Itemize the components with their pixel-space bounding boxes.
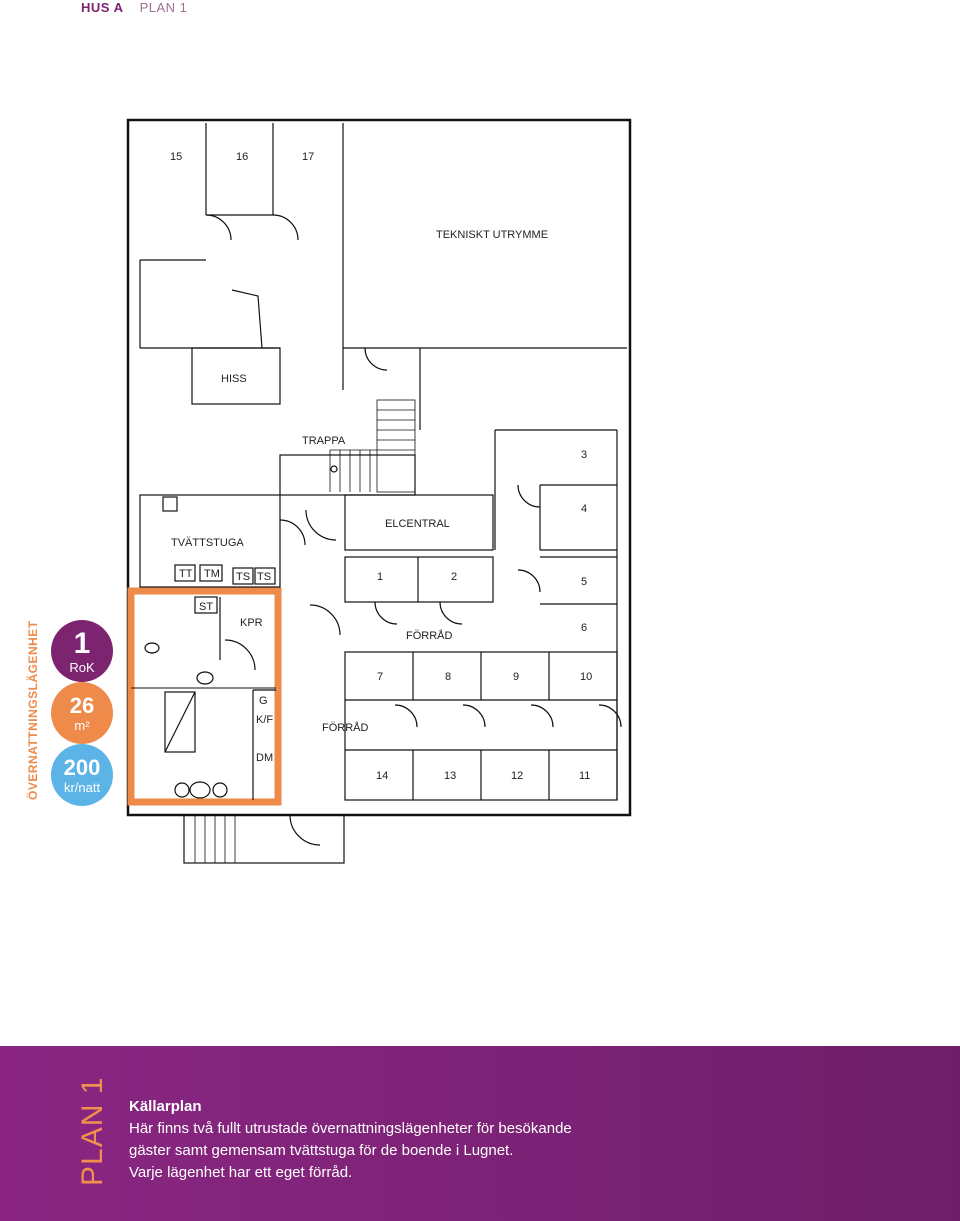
price-value: 200 <box>63 754 101 780</box>
label-forrad-lower: FÖRRÅD <box>322 721 369 734</box>
label-elcentral: ELCENTRAL <box>385 518 450 530</box>
label-st: ST <box>199 601 213 613</box>
label-room-6: 6 <box>581 622 587 634</box>
footer-title: Källarplan <box>129 1098 202 1115</box>
label-tm: TM <box>204 568 220 580</box>
label-forrad-upper: FÖRRÅD <box>406 629 453 642</box>
plan-label: PLAN 1 <box>139 0 188 15</box>
label-tekniskt-utrymme: TEKNISKT UTRYMME <box>436 229 548 241</box>
apartment-highlight <box>127 587 282 806</box>
label-room-15: 15 <box>170 151 182 163</box>
footer-line-3: Varje lägenhet har ett eget förråd. <box>129 1164 353 1181</box>
footer-line-1: Här finns två fullt utrustade övernattni… <box>129 1120 572 1137</box>
area-value: 26 <box>69 692 95 718</box>
label-trappa: TRAPPA <box>302 435 346 447</box>
label-tvattstuga: TVÄTTSTUGA <box>171 537 244 549</box>
plan-vertical-title: PLAN 1 <box>76 1076 109 1186</box>
footer-text: Källarplan Här finns två fullt utrustade… <box>129 1096 572 1184</box>
label-room-3: 3 <box>581 449 587 461</box>
house-label: HUS A <box>81 0 124 15</box>
label-kf: K/F <box>256 714 273 726</box>
rooms-badge: 1 RoK <box>51 620 113 682</box>
label-ts-1: TS <box>236 571 250 583</box>
label-room-4: 4 <box>581 503 587 515</box>
price-badge: 200 kr/natt <box>51 744 113 806</box>
label-kpr: KPR <box>240 617 263 629</box>
label-room-9: 9 <box>513 671 519 683</box>
label-room-1: 1 <box>377 571 383 583</box>
area-badge: 26 m² <box>51 682 113 744</box>
label-room-11: 11 <box>579 770 590 782</box>
rooms-value: 1 <box>73 626 91 660</box>
price-unit: kr/natt <box>63 779 101 795</box>
label-room-17: 17 <box>302 151 314 163</box>
footer-band <box>0 1046 960 1221</box>
label-dm: DM <box>256 752 273 764</box>
page-header: HUS A PLAN 1 <box>81 0 187 15</box>
label-room-2: 2 <box>451 571 457 583</box>
label-g: G <box>259 695 268 707</box>
outer-wall <box>126 118 632 817</box>
label-hiss: HISS <box>221 373 247 385</box>
label-tt: TT <box>179 568 193 580</box>
label-ts-2: TS <box>257 571 271 583</box>
label-room-8: 8 <box>445 671 451 683</box>
label-room-14: 14 <box>376 770 388 782</box>
rooms-unit: RoK <box>69 659 95 675</box>
floor-plan: 15 16 17 TEKNISKT UTRYMME HISS TRAPPA 3 … <box>126 118 632 864</box>
label-room-12: 12 <box>511 770 523 782</box>
footer-line-2: gäster samt gemensam tvättstuga för de b… <box>129 1142 514 1159</box>
label-room-5: 5 <box>581 576 587 588</box>
area-unit: m² <box>74 717 90 733</box>
label-room-7: 7 <box>377 671 383 683</box>
label-room-16: 16 <box>236 151 248 163</box>
label-room-13: 13 <box>444 770 456 782</box>
label-room-10: 10 <box>580 671 592 683</box>
